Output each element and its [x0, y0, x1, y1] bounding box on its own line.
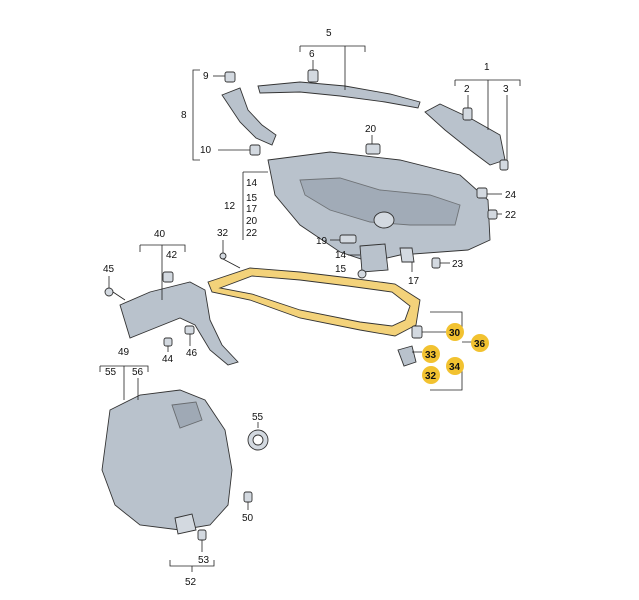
label-34: 34 [449, 362, 461, 373]
callout-40: 40 [139, 229, 186, 300]
callout-44: 44 [162, 337, 174, 365]
callout-5: 5 [299, 28, 366, 90]
label-1: 1 [484, 62, 490, 73]
callout-17: 17 [408, 262, 420, 287]
label-10: 10 [200, 145, 212, 156]
callout-56: 56 [132, 367, 144, 400]
callout-33: 33 [422, 345, 440, 363]
callout-22: 22 [487, 209, 517, 221]
lid-trim-panel-part [267, 143, 491, 263]
label-17: 17 [408, 276, 420, 287]
label-32: 32 [217, 228, 229, 239]
callout-19: 19 [316, 234, 357, 247]
label-9: 9 [203, 71, 209, 82]
callout-34: 34 [446, 357, 464, 375]
callout-52: 52 [169, 560, 215, 588]
label-56: 56 [132, 367, 144, 378]
callout-23: 23 [431, 257, 464, 270]
callout-30: 30 [446, 323, 464, 341]
callout-46: 46 [184, 325, 198, 359]
callout-24: 24 [476, 187, 517, 201]
label-42: 42 [166, 250, 178, 261]
label-46: 46 [186, 348, 198, 359]
callout-8: 8 [181, 69, 200, 161]
side-panel-part [101, 389, 233, 535]
callout-14: 14 [335, 250, 360, 261]
label-53: 53 [198, 555, 210, 566]
label-30: 30 [449, 328, 461, 339]
label-12-15: 15 [246, 193, 258, 204]
label-2: 2 [464, 84, 470, 95]
label-14: 14 [335, 250, 347, 261]
label-49: 49 [118, 347, 130, 358]
label-22: 22 [505, 210, 517, 221]
callout-49: 49 [99, 347, 149, 400]
callout-12: 14 15 12 17 20 22 [224, 171, 268, 240]
callout-42: 42 [166, 250, 178, 261]
bracket-part [119, 271, 239, 366]
label-8: 8 [181, 110, 187, 121]
callout-2: 2 [464, 84, 470, 108]
seal-part [207, 267, 421, 337]
trim-strip-part [257, 69, 421, 109]
callout-20-top: 20 [365, 124, 377, 144]
label-19: 19 [316, 236, 328, 247]
label-24: 24 [505, 190, 517, 201]
label-12-20: 20 [246, 216, 258, 227]
callout-6: 6 [309, 49, 315, 70]
callout-3: 3 [503, 84, 509, 160]
label-55b: 55 [252, 412, 264, 423]
callout-36: 36 [471, 334, 489, 352]
label-20: 20 [365, 124, 377, 135]
label-23: 23 [452, 259, 464, 270]
callout-32-top: 32 [217, 228, 241, 269]
pillar-trim-part [221, 71, 277, 156]
label-12-22: 22 [246, 228, 258, 239]
callout-55-ring: 55 [247, 412, 269, 451]
label-12: 12 [224, 201, 236, 212]
label-3: 3 [503, 84, 509, 95]
callout-1: 1 [454, 62, 521, 130]
label-50: 50 [242, 513, 254, 524]
label-55: 55 [105, 367, 117, 378]
handle-part [359, 243, 415, 273]
label-40: 40 [154, 229, 166, 240]
callout-15: 15 [335, 264, 367, 279]
label-44: 44 [162, 354, 174, 365]
callout-53: 53 [197, 529, 210, 566]
callout-55-top: 55 [105, 367, 117, 378]
callout-9: 9 [203, 71, 225, 82]
label-15: 15 [335, 264, 347, 275]
label-36: 36 [474, 339, 486, 350]
callout-32-hl: 32 [422, 366, 440, 384]
callout-10: 10 [200, 145, 250, 156]
right-side-trim-part [424, 103, 509, 171]
callout-50: 50 [242, 491, 254, 524]
label-6: 6 [309, 49, 315, 60]
label-33: 33 [425, 350, 437, 361]
label-12-17: 17 [246, 204, 258, 215]
label-45: 45 [103, 264, 115, 275]
label-12-14: 14 [246, 178, 258, 189]
label-32b: 32 [425, 371, 437, 382]
callout-45: 45 [103, 264, 126, 301]
label-52: 52 [185, 577, 197, 588]
label-5: 5 [326, 28, 332, 39]
